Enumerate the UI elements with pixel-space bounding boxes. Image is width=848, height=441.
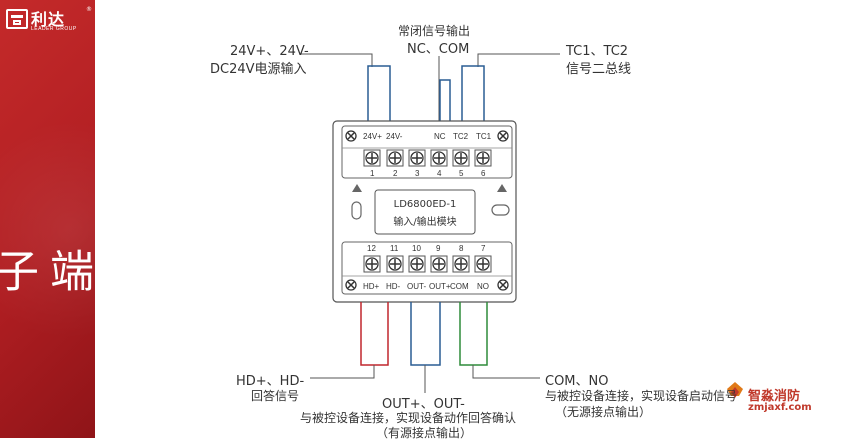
bottom-terminal-number: 8 <box>459 244 464 253</box>
wire-nc <box>439 79 451 123</box>
terminal-screw-icon <box>474 149 492 167</box>
leader-line-tc <box>477 53 560 67</box>
callout-out-line2: 与被控设备连接，实现设备动作回答确认 <box>300 411 517 425</box>
top-terminal-number: 5 <box>459 169 464 178</box>
wire-out <box>410 302 441 366</box>
bottom-terminal-name: HD+ <box>363 282 380 291</box>
bottom-terminal-number: 7 <box>481 244 486 253</box>
callout-out-line1: OUT+、OUT- <box>382 397 465 412</box>
up-arrow-icon <box>352 184 362 192</box>
bottom-terminal-number: 10 <box>412 244 421 253</box>
top-terminal-number: 1 <box>370 169 375 178</box>
top-terminal-number: 2 <box>393 169 398 178</box>
callout-com-no-line2: 与被控设备连接，实现设备启动信号 <box>545 389 738 403</box>
terminal-screw-icon <box>430 255 448 273</box>
terminal-screw-icon <box>452 255 470 273</box>
brand-logo-icon <box>6 9 28 29</box>
watermark-text: 智淼消防 <box>748 389 801 404</box>
sidebar-panel: 利达 ® LEADER GROUP 端 子 说 明 <box>0 0 95 438</box>
bottom-terminal-name: OUT+ <box>429 282 451 291</box>
callout-com-no-line3: （无源接点输出） <box>555 405 652 419</box>
module-model: LD6800ED-1 <box>393 199 457 210</box>
callout-com-no-line1: COM、NO <box>545 374 609 389</box>
terminal-screw-icon <box>430 149 448 167</box>
corner-screw-icon <box>345 279 357 291</box>
bottom-terminal-number: 11 <box>390 244 399 253</box>
callout-hd-line1: HD+、HD- <box>236 374 305 389</box>
corner-screw-icon <box>345 130 357 142</box>
up-arrow-icon <box>497 184 507 192</box>
terminal-screw-icon <box>386 149 404 167</box>
bottom-terminal-name: OUT- <box>407 282 427 291</box>
terminal-screw-icon <box>363 149 381 167</box>
callout-hd-line2: 回答信号 <box>251 389 300 403</box>
watermark-logo-icon <box>727 382 743 398</box>
watermark-url: zmjaxf.com <box>748 402 812 413</box>
terminal-screw-icon <box>408 149 426 167</box>
top-terminal-number: 4 <box>437 169 442 178</box>
terminal-screw-icon <box>363 255 381 273</box>
top-terminal-name: TC2 <box>453 132 469 141</box>
bottom-terminal-number: 12 <box>367 244 376 253</box>
brand-reg-mark: ® <box>86 6 92 13</box>
wire-tc <box>461 65 485 123</box>
terminal-screw-icon <box>386 255 404 273</box>
brand-name: 利达 <box>31 10 66 29</box>
wire-power <box>367 65 391 123</box>
wire-com-no <box>459 302 488 366</box>
brand-subtitle: LEADER GROUP <box>31 26 77 32</box>
terminal-screw-icon <box>452 149 470 167</box>
bottom-terminal-name: NO <box>477 282 489 291</box>
bottom-terminal-name: HD- <box>386 282 401 291</box>
callout-out-line3: （有源接点输出） <box>376 426 473 440</box>
callout-power-line1: 24V+、24V- <box>230 44 309 59</box>
top-terminal-number: 6 <box>481 169 486 178</box>
leader-line-power <box>300 53 373 67</box>
top-terminal-name: 24V- <box>386 132 403 141</box>
terminal-screw-icon <box>408 255 426 273</box>
callout-tc-line1: TC1、TC2 <box>566 44 629 59</box>
module-name: 输入/输出模块 <box>393 217 457 228</box>
corner-screw-icon <box>497 279 509 291</box>
bottom-terminal-number: 9 <box>436 244 441 253</box>
corner-screw-icon <box>497 130 509 142</box>
mounting-slot-icon <box>491 204 510 216</box>
bottom-terminal-block <box>341 241 513 295</box>
top-terminal-number: 3 <box>415 169 420 178</box>
callout-power-line2: DC24V电源输入 <box>210 62 307 77</box>
bottom-terminal-name: COM <box>450 282 469 291</box>
mounting-slot-icon <box>351 201 362 220</box>
terminal-screw-icon <box>474 255 492 273</box>
top-terminal-name: TC1 <box>476 132 492 141</box>
module-label-plate <box>374 189 476 235</box>
leader-line-com-no <box>472 365 540 379</box>
leader-line-hd <box>310 365 375 379</box>
callout-tc-line2: 信号二总线 <box>566 62 632 77</box>
top-terminal-name: NC <box>434 132 446 141</box>
callout-nc-com-line2: NC、COM <box>407 42 470 57</box>
wire-hd <box>360 302 389 366</box>
top-terminal-name: 24V+ <box>363 132 382 141</box>
callout-nc-com-line1: 常闭信号输出 <box>398 24 471 38</box>
